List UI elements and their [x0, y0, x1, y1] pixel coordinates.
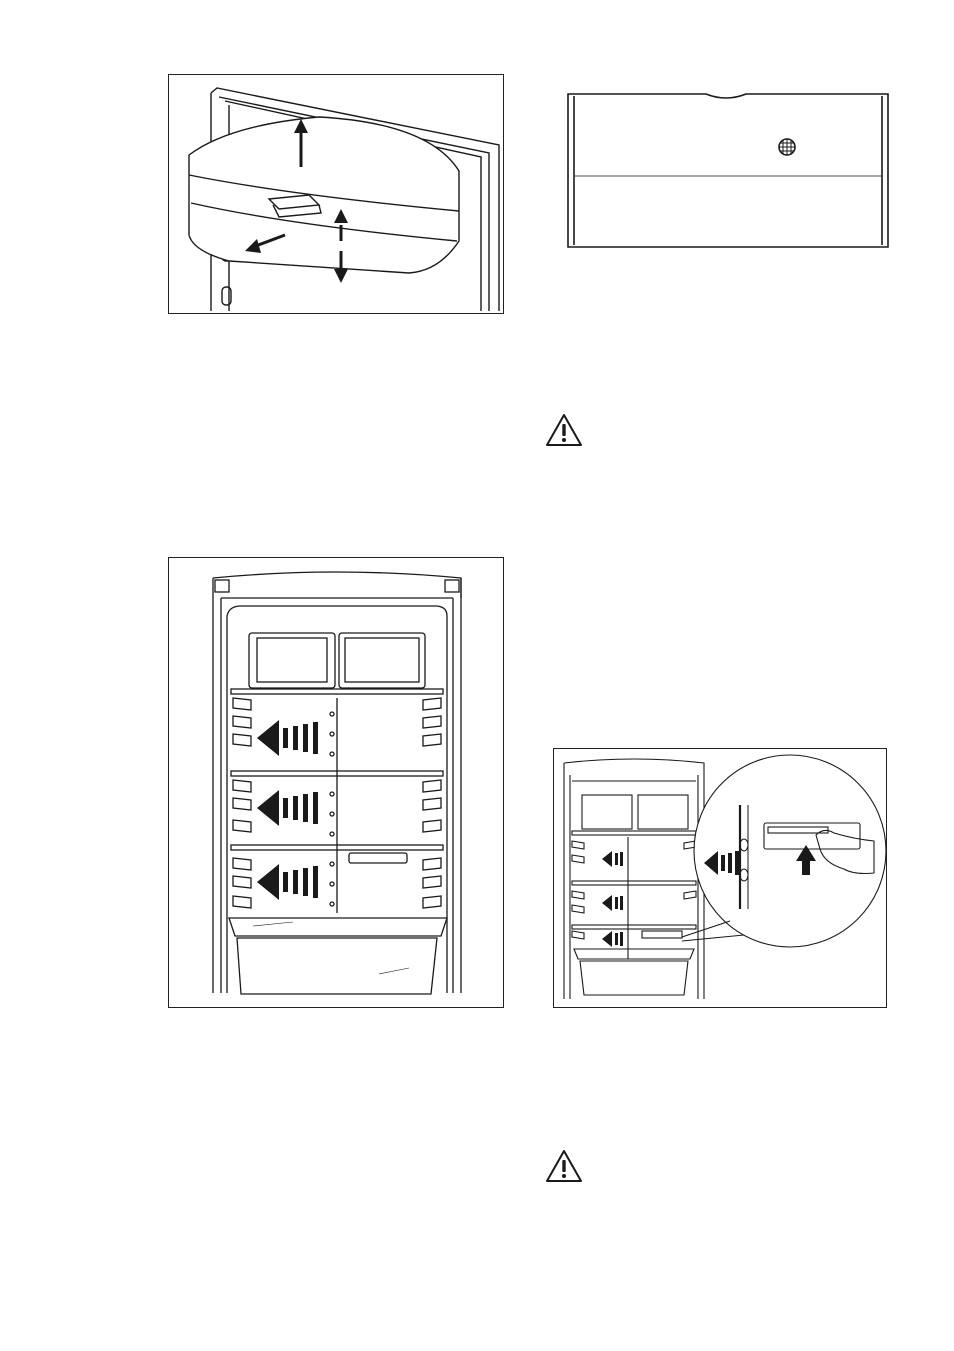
thermometer-indicator-illustration: [566, 92, 890, 249]
warning-triangle-icon: [544, 412, 584, 448]
figure-fridge-shelf-positions: [168, 557, 504, 1008]
warning-triangle-icon: [544, 1148, 584, 1184]
figure-thermometer-indicator: [566, 92, 890, 249]
figure-glass-shelf-positioning: [553, 748, 887, 1008]
figure-door-shelf-removal: [168, 74, 504, 314]
door-balcony-lift-illustration: [169, 75, 505, 315]
glass-shelf-positioning-detail-illustration: [554, 749, 888, 1009]
fridge-interior-shelf-positions-illustration: [169, 558, 505, 1009]
